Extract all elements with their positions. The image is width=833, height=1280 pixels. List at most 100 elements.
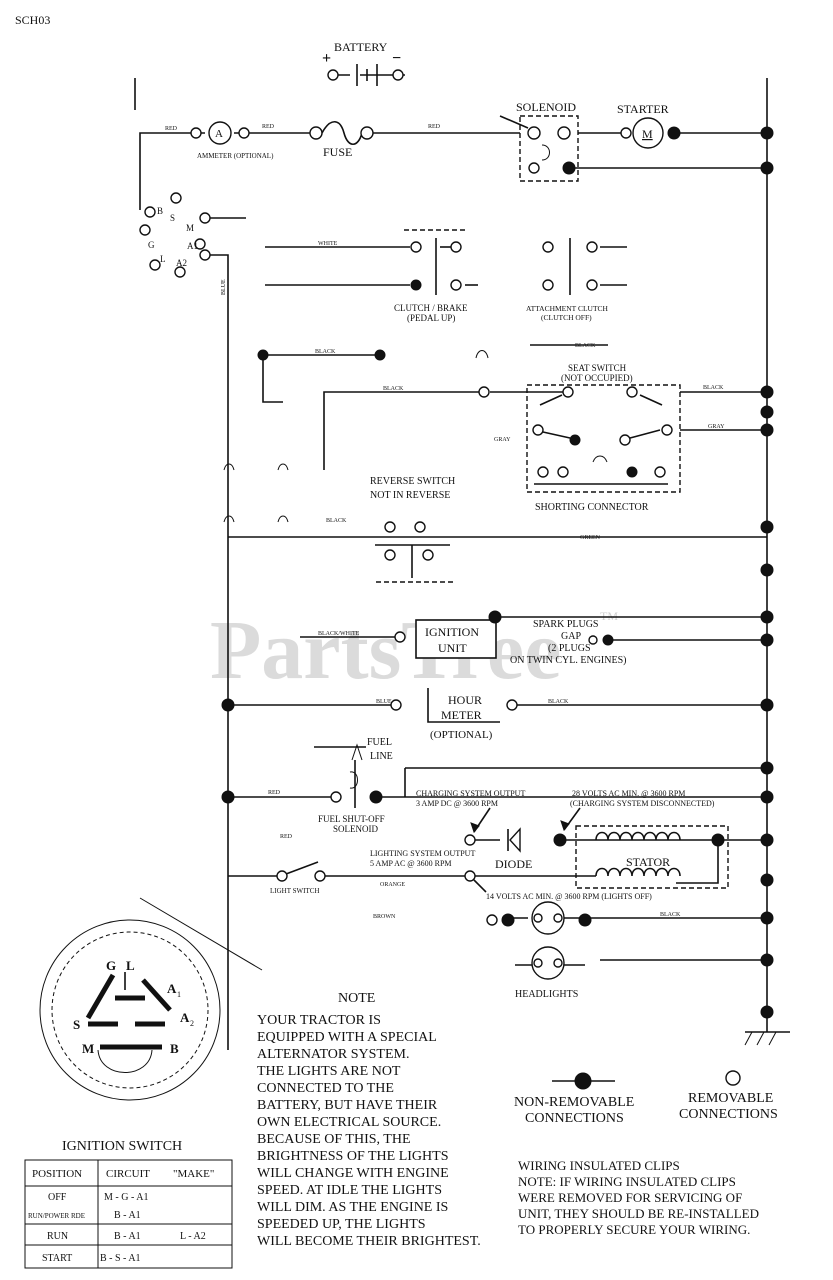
- note-line: SPEEDED UP, THE LIGHTS: [257, 1217, 426, 1232]
- ignition-switch-detail: G L A 1 A 2 S M B IGNITION SWITCH: [39, 897, 263, 1154]
- node: [257, 349, 269, 361]
- wire-label-red-2: RED: [262, 124, 275, 130]
- wire-label-red-lower: RED: [280, 834, 293, 840]
- solenoid-label: SOLENOID: [516, 100, 576, 114]
- wire-label-black-seat: BLACK: [703, 385, 724, 391]
- starter: STARTER M: [617, 102, 681, 149]
- ignition-switch-title: IGNITION SWITCH: [62, 1139, 182, 1154]
- ignsw-term-s: S: [73, 1017, 80, 1032]
- legend-removable-2: CONNECTIONS: [679, 1107, 778, 1122]
- hour-meter-label-3: (OPTIONAL): [430, 729, 493, 741]
- wire-label-black-ign: BLACK/WHITE: [318, 631, 360, 637]
- legend-non-removable-dot: [574, 1072, 592, 1090]
- wire-label-blue: BLUE: [221, 279, 227, 295]
- seat-switch: SEAT SWITCH (NOT OCCUPIED) SHORTING CONN…: [526, 363, 681, 513]
- doc-id: SCH03: [15, 13, 50, 27]
- wire-label-red-3: RED: [428, 124, 441, 130]
- fuel-line-label-1: FUEL: [367, 737, 392, 748]
- stator: STATOR: [575, 825, 729, 889]
- ignsw-term-l: L: [126, 958, 135, 973]
- ign-term-a2: A2: [176, 258, 187, 268]
- clutch-brake-label-1: CLUTCH / BRAKE: [394, 303, 468, 313]
- spark-plugs-label-2: GAP: [561, 631, 581, 642]
- ignition-switch-table: POSITION CIRCUIT "MAKE" OFF M - G - A1 R…: [24, 1159, 233, 1269]
- ammeter: A AMMETER (OPTIONAL): [190, 121, 274, 160]
- wire-label-red-1: RED: [165, 126, 178, 132]
- ign-term-s: S: [170, 213, 175, 223]
- ignsw-term-b: B: [170, 1041, 179, 1056]
- legend: NON-REMOVABLE CONNECTIONS REMOVABLE CONN…: [514, 1070, 778, 1126]
- ignsw-term-a2-sub: 2: [190, 1019, 194, 1028]
- lighting-output: LIGHTING SYSTEM OUTPUT 5 AMP AC @ 3600 R…: [370, 849, 652, 901]
- svg-text:−: −: [392, 50, 401, 67]
- table-cell: RUN/POWER RDE: [28, 1212, 85, 1220]
- watermark-tm: TM: [600, 609, 618, 623]
- charging-ac-label-2: (CHARGING SYSTEM DISCONNECTED): [570, 799, 715, 808]
- note-line: THE LIGHTS ARE NOT: [257, 1064, 401, 1079]
- starter-symbol: M: [642, 127, 653, 141]
- headlights-label: HEADLIGHTS: [515, 989, 578, 1000]
- solenoid: SOLENOID: [499, 100, 579, 182]
- table-cell: L - A2: [180, 1231, 206, 1242]
- spark-plugs-label-3: (2 PLUGS: [548, 643, 591, 654]
- ignition-switch-terminals: B S M G L A1 A2 BLUE: [139, 192, 227, 295]
- wire-label-black-1: BLACK: [315, 349, 336, 355]
- ignsw-term-a1: A: [167, 981, 177, 996]
- note-line: WILL CHANGE WITH ENGINE: [257, 1166, 449, 1181]
- wire-label-black-headlight: BLACK: [660, 912, 681, 918]
- legend-removable-1: REMOVABLE: [688, 1091, 773, 1106]
- note-line: YOUR TRACTOR IS: [257, 1013, 381, 1028]
- note-line: WILL BECOME THEIR BRIGHTEST.: [257, 1234, 481, 1249]
- charging-system: CHARGING SYSTEM OUTPUT 3 AMP DC @ 3600 R…: [416, 789, 715, 847]
- table-cell: RUN: [47, 1231, 68, 1242]
- ignition-unit-label-2: UNIT: [438, 641, 467, 655]
- hour-meter: HOUR METER (OPTIONAL): [390, 688, 518, 741]
- battery: BATTERY + −: [322, 40, 404, 86]
- note-line: OWN ELECTRICAL SOURCE.: [257, 1115, 441, 1130]
- ammeter-label: AMMETER (OPTIONAL): [197, 152, 274, 160]
- reverse-switch-label-1: REVERSE SWITCH: [370, 476, 455, 487]
- fuel-shutoff-solenoid: FUEL LINE FUEL SHUT-OFF SOLENOID: [314, 737, 393, 834]
- starter-label: STARTER: [617, 102, 669, 116]
- spark-plugs: SPARK PLUGS GAP (2 PLUGS ON TWIN CYL. EN…: [510, 619, 626, 666]
- charging-output-label-2: 3 AMP DC @ 3600 RPM: [416, 799, 498, 808]
- reverse-switch: REVERSE SWITCH NOT IN REVERSE: [223, 463, 455, 583]
- ignition-unit-label-1: IGNITION: [425, 625, 479, 639]
- note-line: BATTERY, BUT HAVE THEIR: [257, 1098, 438, 1113]
- hour-meter-label-1: HOUR: [448, 693, 482, 707]
- clutch-brake-label-2: (PEDAL UP): [407, 313, 455, 323]
- wire-label-blue-hour: BLUE: [376, 699, 392, 705]
- clips-note-line: WERE REMOVED FOR SERVICING OF: [518, 1190, 742, 1205]
- table-header-make: "MAKE": [173, 1168, 214, 1180]
- clutch-brake-switch: CLUTCH / BRAKE (PEDAL UP): [394, 229, 468, 323]
- svg-text:+: +: [322, 50, 331, 67]
- wire-label-white: WHITE: [318, 241, 338, 247]
- table-cell: START: [42, 1253, 72, 1264]
- watermark: PartsTree: [210, 604, 561, 697]
- shorting-connector-label: SHORTING CONNECTOR: [535, 502, 649, 513]
- ignsw-term-m: M: [82, 1041, 94, 1056]
- clips-note-line: NOTE: IF WIRING INSULATED CLIPS: [518, 1174, 736, 1189]
- clips-note: WIRING INSULATED CLIPS NOTE: IF WIRING I…: [518, 1158, 759, 1237]
- wire-label-black-3: BLACK: [575, 343, 596, 349]
- wire-label-green: GREEN: [580, 535, 601, 541]
- lighting-ac-label: 14 VOLTS AC MIN. @ 3600 RPM (LIGHTS OFF): [486, 892, 652, 901]
- ign-term-g: G: [148, 240, 155, 250]
- note-line: SPEED. AT IDLE THE LIGHTS: [257, 1183, 442, 1198]
- table-cell: B - S - A1: [100, 1253, 141, 1264]
- table-cell: B - A1: [114, 1210, 141, 1221]
- ign-term-b: B: [157, 206, 163, 216]
- table-cell: B - A1: [114, 1231, 141, 1242]
- ignsw-term-a1-sub: 1: [177, 990, 181, 999]
- wire-label-red-fuel: RED: [268, 790, 281, 796]
- diode-label: DIODE: [495, 857, 532, 871]
- diode: DIODE: [495, 827, 532, 871]
- wire-label-brown: BROWN: [373, 914, 396, 920]
- wire-label-black-2: BLACK: [383, 386, 404, 392]
- note: NOTE YOUR TRACTOR IS EQUIPPED WITH A SPE…: [257, 991, 481, 1249]
- ignition-unit: IGNITION UNIT: [394, 610, 502, 659]
- lighting-output-label-1: LIGHTING SYSTEM OUTPUT: [370, 849, 475, 858]
- charging-ac-label-1: 28 VOLTS AC MIN. @ 3600 RPM: [572, 789, 685, 798]
- attachment-clutch-switch: ATTACHMENT CLUTCH (CLUTCH OFF): [526, 238, 609, 322]
